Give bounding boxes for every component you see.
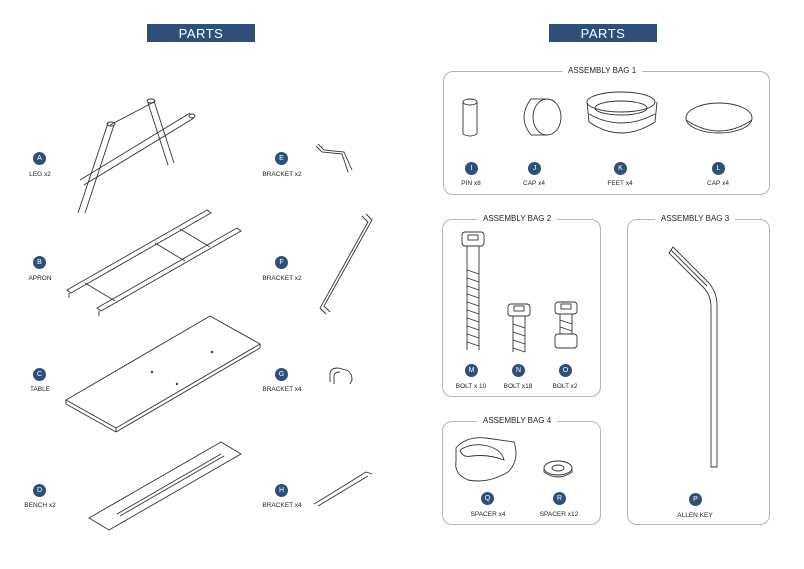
cap-j-illustration: [523, 98, 562, 136]
part-badge-m: M: [465, 364, 478, 377]
part-label-c: TABLE: [29, 386, 51, 393]
feet-illustration: [586, 91, 658, 134]
parts-header-left: PARTS: [147, 24, 255, 42]
bracket-e-illustration: [315, 143, 353, 173]
part-label-b: APRON: [28, 275, 52, 282]
part-label-j: CAP x4: [523, 180, 545, 187]
part-badge-l: L: [712, 162, 725, 175]
part-label-d: BENCH x2: [24, 502, 56, 509]
part-label-h: BRACKET x4: [262, 502, 302, 509]
part-badge-k: K: [614, 162, 627, 175]
assembly-bag-2-title: ASSEMBLY BAG 2: [477, 214, 558, 223]
part-label-m: BOLT x 10: [455, 383, 487, 390]
part-badge-b: B: [33, 256, 46, 269]
pin-illustration: [462, 98, 478, 137]
assembly-bag-4-title: ASSEMBLY BAG 4: [477, 416, 558, 425]
spacer-q-illustration: [455, 437, 517, 482]
part-label-l: CAP x4: [707, 180, 729, 187]
part-label-a: LEG x2: [29, 171, 51, 178]
part-badge-o: O: [559, 364, 572, 377]
apron-illustration: [66, 209, 242, 316]
part-label-i: PIN x8: [461, 180, 481, 187]
part-badge-r: R: [553, 492, 566, 505]
spacer-r-illustration: [543, 460, 573, 478]
part-badge-j: J: [528, 162, 541, 175]
part-badge-p: P: [689, 493, 702, 506]
part-label-g: BRACKET x4: [262, 386, 302, 393]
assembly-bag-3-title: ASSEMBLY BAG 3: [655, 214, 736, 223]
parts-header-right: PARTS: [549, 24, 657, 42]
part-label-p: ALLEN KEY: [677, 512, 713, 519]
part-label-k: FEET x4: [607, 180, 633, 187]
bracket-h-illustration: [313, 471, 373, 507]
part-label-r: SPACER x12: [539, 511, 579, 518]
part-badge-f: F: [275, 256, 288, 269]
part-badge-h: H: [275, 484, 288, 497]
part-badge-a: A: [33, 152, 46, 165]
bracket-g-illustration: [329, 367, 353, 385]
part-badge-c: C: [33, 368, 46, 381]
part-badge-e: E: [275, 152, 288, 165]
assembly-bag-1-title: ASSEMBLY BAG 1: [562, 66, 643, 75]
part-label-o: BOLT x2: [552, 383, 578, 390]
bolt-n-illustration: [507, 303, 531, 353]
part-badge-q: Q: [481, 492, 494, 505]
allen-key-illustration: [668, 246, 718, 468]
bolt-m-illustration: [461, 231, 485, 350]
part-label-e: BRACKET x2: [262, 171, 302, 178]
part-badge-d: D: [33, 484, 46, 497]
part-badge-i: I: [465, 162, 478, 175]
bolt-o-illustration: [554, 301, 578, 349]
part-label-f: BRACKET x2: [262, 275, 302, 282]
part-badge-n: N: [512, 364, 525, 377]
leg-illustration: [77, 98, 196, 214]
part-badge-g: G: [275, 368, 288, 381]
part-label-q: SPACER x4: [470, 511, 506, 518]
bench-illustration: [88, 441, 242, 531]
table-illustration: [65, 315, 261, 433]
part-label-n: BOLT x18: [503, 383, 533, 390]
cap-l-illustration: [685, 102, 753, 134]
bracket-f-illustration: [319, 213, 373, 315]
